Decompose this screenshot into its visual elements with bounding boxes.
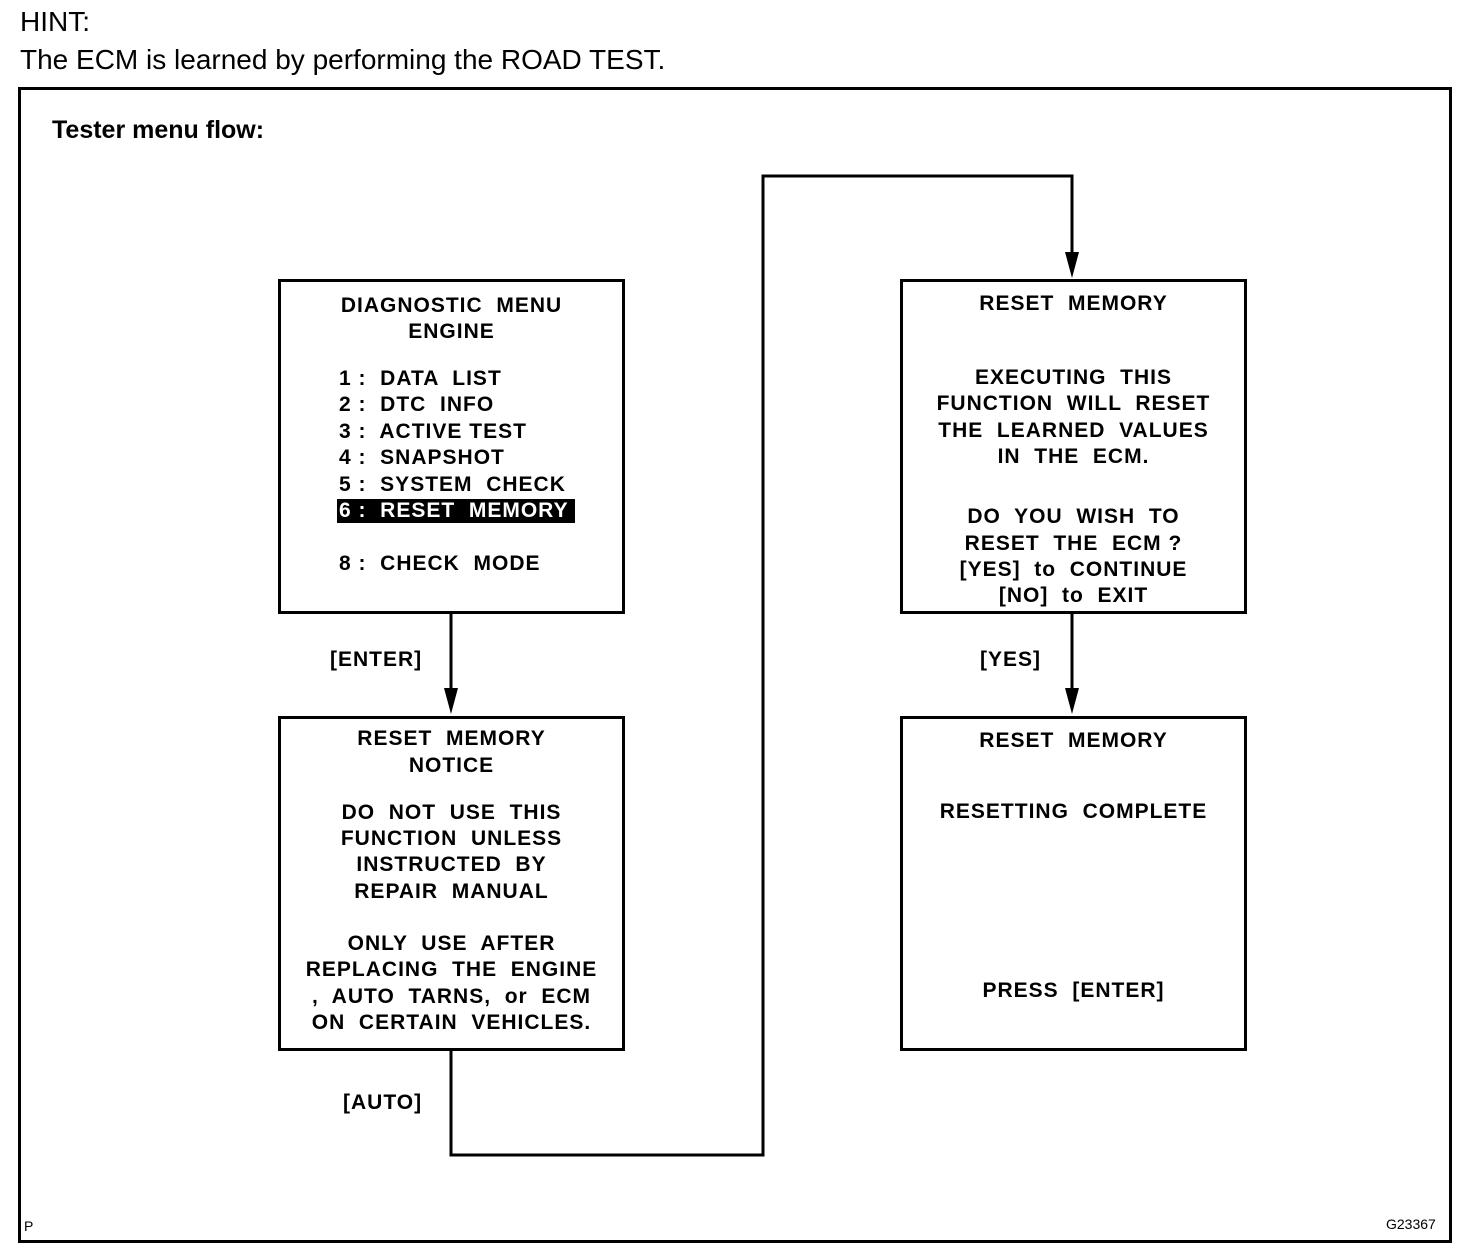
diagram-frame [18, 87, 1452, 1243]
corner-mark-left: P [24, 1218, 34, 1234]
complete-title: RESET MEMORY [979, 729, 1168, 752]
notice-line: REPAIR MANUAL [354, 880, 549, 903]
auto-arrowhead [1065, 252, 1079, 278]
notice-line: DO NOT USE THIS [341, 801, 562, 824]
auto-connector [449, 174, 1074, 1157]
menu-item-reset-memory[interactable]: 6 : RESET MEMORY [337, 499, 575, 523]
auto-label: [AUTO] [343, 1091, 423, 1114]
reset-notice-box: RESET MEMORY NOTICE DO NOT USE THIS FUNC… [278, 716, 625, 1051]
yes-label: [YES] [980, 648, 1042, 671]
hint-title: HINT: [20, 6, 90, 37]
hint-text: The ECM is learned by performing the ROA… [20, 44, 666, 75]
notice-line: , AUTO TARNS, or ECM [311, 985, 592, 1008]
reset-complete-box: RESET MEMORY RESETTING COMPLETE PRESS [E… [900, 716, 1247, 1051]
diagnostic-menu-title: DIAGNOSTIC MENU [340, 294, 563, 317]
confirm-line: EXECUTING THIS [974, 366, 1173, 389]
figure-code: G23367 [1386, 1216, 1436, 1232]
notice-line: ON CERTAIN VEHICLES. [311, 1011, 592, 1034]
menu-item-system-check[interactable]: 5 : SYSTEM CHECK [339, 473, 566, 496]
diagnostic-menu-box: DIAGNOSTIC MENU ENGINE 1 : DATA LIST 2 :… [278, 279, 625, 614]
menu-item-dtc-info[interactable]: 2 : DTC INFO [339, 393, 495, 416]
notice-line: REPLACING THE ENGINE [305, 958, 598, 981]
confirm-line: THE LEARNED VALUES [938, 419, 1209, 442]
menu-item-active-test[interactable]: 3 : ACTIVE TEST [339, 420, 527, 443]
notice-line: INSTRUCTED BY [356, 853, 547, 876]
notice-line: ONLY USE AFTER [347, 932, 556, 955]
confirm-line: [YES] to CONTINUE [959, 558, 1188, 581]
notice-line: RESET MEMORY [357, 727, 546, 750]
confirm-line: IN THE ECM. [997, 445, 1150, 468]
enter-label: [ENTER] [330, 648, 423, 671]
notice-line: FUNCTION UNLESS [340, 827, 563, 850]
confirm-line: DO YOU WISH TO [967, 505, 1180, 528]
menu-item-data-list[interactable]: 1 : DATA LIST [339, 367, 502, 390]
notice-line: NOTICE [408, 754, 495, 777]
yes-arrowhead [1065, 688, 1079, 714]
menu-item-snapshot[interactable]: 4 : SNAPSHOT [339, 446, 505, 469]
complete-status: RESETTING COMPLETE [939, 800, 1208, 823]
menu-item-check-mode[interactable]: 8 : CHECK MODE [339, 552, 541, 575]
confirm-line: RESET THE ECM ? [964, 532, 1183, 555]
confirm-line: FUNCTION WILL RESET [936, 392, 1211, 415]
complete-prompt: PRESS [ENTER] [982, 979, 1165, 1002]
diagnostic-menu-subtitle: ENGINE [408, 320, 495, 343]
confirm-line: [NO] to EXIT [998, 584, 1149, 607]
confirm-line: RESET MEMORY [979, 292, 1168, 315]
enter-arrowhead [444, 688, 458, 714]
reset-confirm-box: RESET MEMORY EXECUTING THIS FUNCTION WIL… [900, 279, 1247, 614]
frame-title: Tester menu flow: [52, 116, 265, 144]
